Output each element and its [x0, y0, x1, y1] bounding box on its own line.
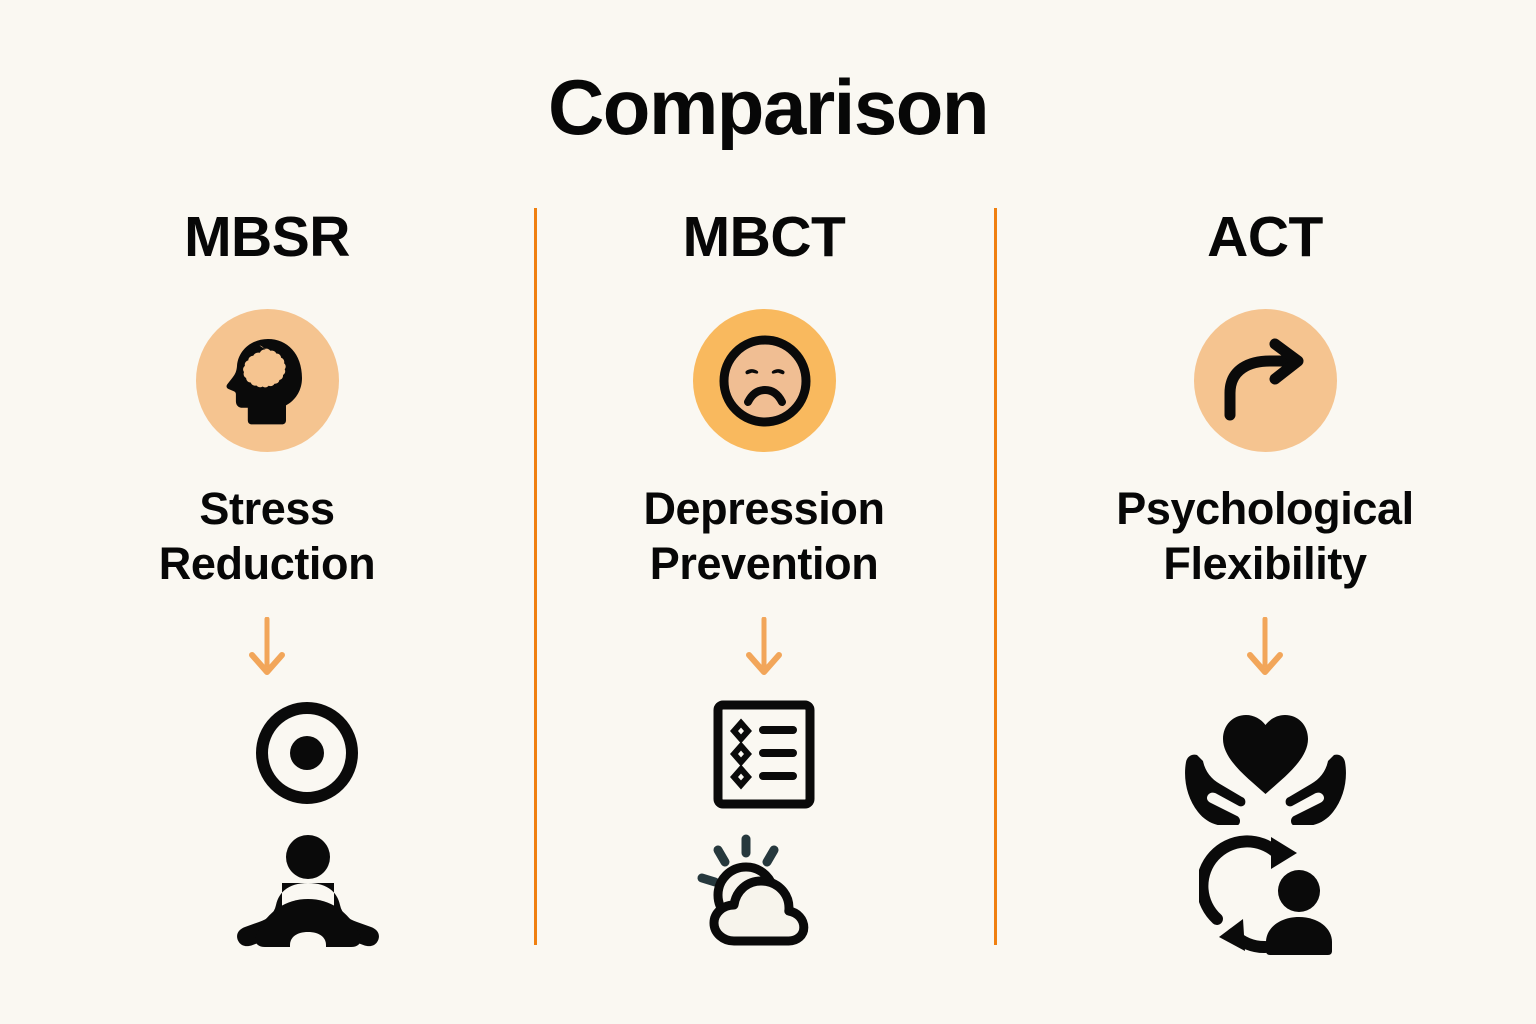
caption-mbct: Depression Prevention: [534, 482, 994, 592]
column-header-act: ACT: [1207, 205, 1323, 269]
column-mbsr: MBSR Stress Reduction: [0, 0, 534, 1024]
badge-mbsr: [196, 309, 339, 452]
column-divider-2: [994, 208, 997, 945]
curved-arrow-icon: [1218, 337, 1314, 425]
caption-act: Psychological Flexibility: [994, 482, 1536, 592]
column-header-mbct: MBCT: [682, 205, 846, 269]
badge-mbct: [693, 309, 836, 452]
caption-mbct-line1: Depression: [643, 483, 885, 534]
page-title: Comparison: [547, 63, 990, 151]
person-change-cycle-icon: [1199, 833, 1335, 955]
sun-cloud-icon: [694, 833, 834, 951]
checklist-icon: [704, 697, 824, 812]
head-brain-icon: [225, 336, 311, 426]
caption-act-line2: Flexibility: [1163, 537, 1367, 589]
outcome-act-change: [1199, 833, 1335, 955]
outcome-mbsr-meditation: [234, 833, 382, 965]
flow-arrow-act: [1244, 616, 1286, 679]
outcome-mbct-weather: [694, 833, 834, 951]
flow-arrow-mbsr: [246, 616, 288, 679]
column-divider-1: [534, 208, 537, 945]
outcome-mbct-checklist: [704, 697, 824, 812]
heart-in-hands-icon: [1183, 697, 1348, 825]
badge-act: [1194, 309, 1337, 452]
focus-target-icon: [251, 697, 363, 809]
flow-arrow-mbct: [743, 616, 785, 679]
caption-mbct-line2: Prevention: [649, 537, 879, 589]
caption-act-line1: Psychological: [1116, 483, 1414, 534]
sad-face-icon: [717, 333, 813, 429]
outcome-act-care: [1183, 697, 1348, 825]
column-header-mbsr: MBSR: [184, 205, 350, 269]
column-mbct: MBCT Depression Prevention: [534, 0, 994, 1024]
meditation-figure-icon: [234, 833, 382, 965]
caption-mbsr-line2: Reduction: [158, 537, 376, 589]
caption-mbsr: Stress Reduction: [0, 482, 534, 592]
caption-mbsr-line1: Stress: [199, 483, 335, 534]
column-act: ACT Psychological Flexibility: [994, 0, 1536, 1024]
outcome-mbsr-focus: [251, 697, 363, 809]
